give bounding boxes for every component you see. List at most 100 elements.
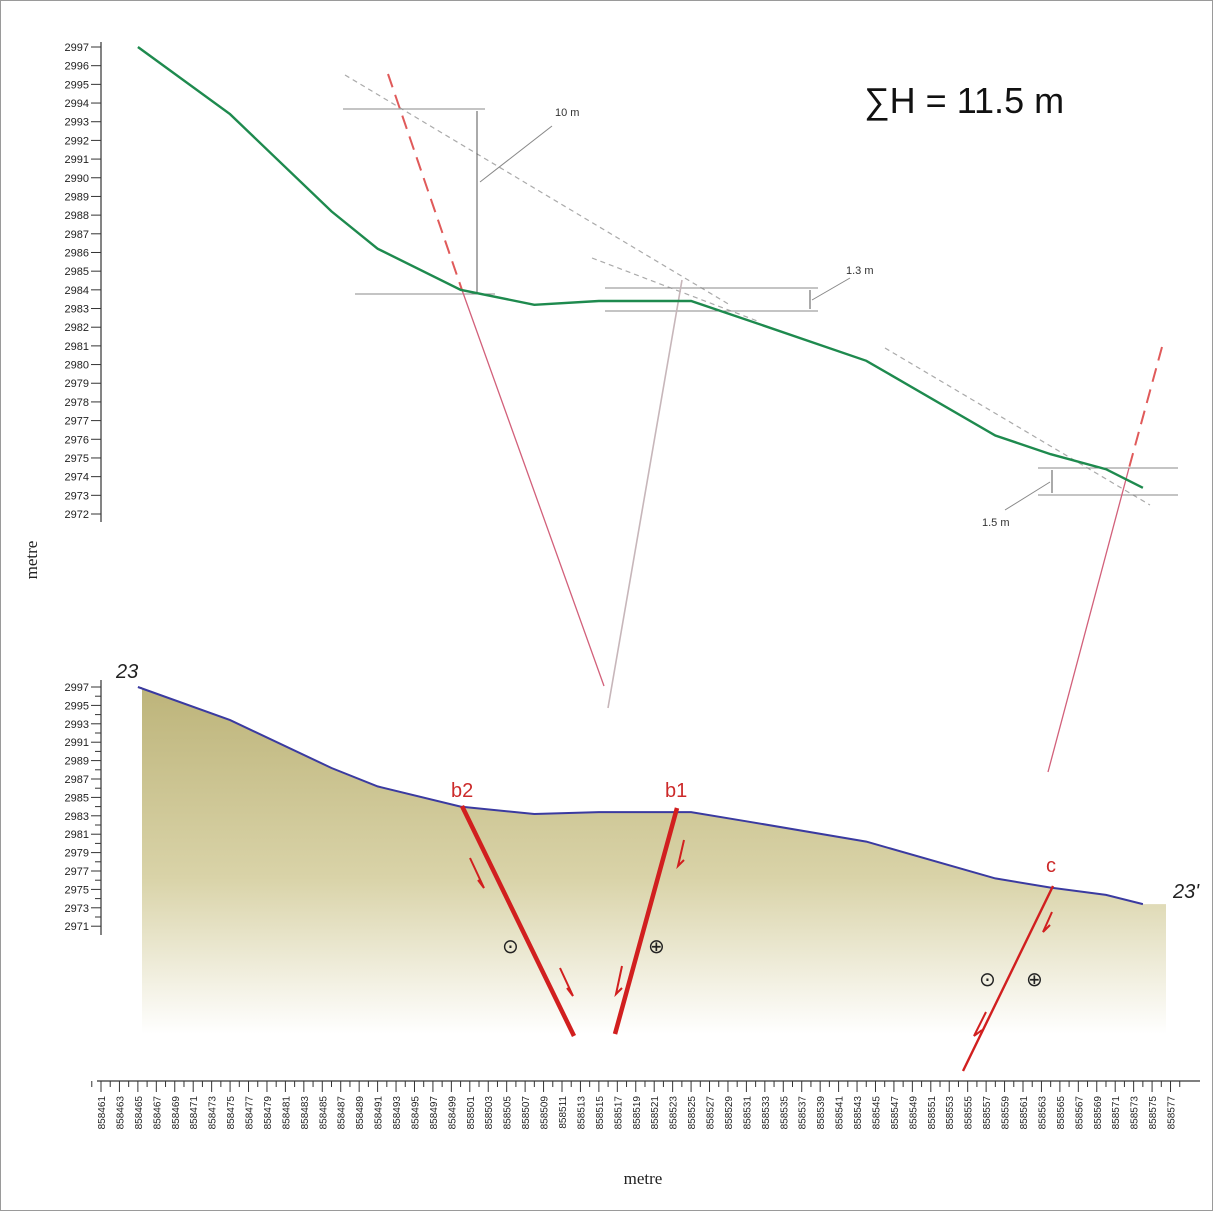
x-tick-label: 858479 — [263, 1096, 274, 1130]
x-tick-label: 858531 — [742, 1096, 753, 1130]
x-tick-label: 858467 — [152, 1096, 163, 1130]
x-tick-label: 858519 — [632, 1096, 643, 1130]
into-page-symbol-b1: ⊕ — [648, 934, 665, 958]
top-y-tick-label: 2987 — [65, 229, 89, 241]
x-tick-label: 858515 — [595, 1096, 606, 1130]
bottom-y-tick-label: 2997 — [65, 682, 89, 694]
x-tick-label: 858521 — [650, 1096, 661, 1130]
x-tick-label: 858481 — [281, 1096, 292, 1130]
x-tick-label: 858475 — [226, 1096, 237, 1130]
lower-extrapolation-line — [884, 347, 1151, 506]
x-tick-label: 858569 — [1093, 1096, 1104, 1130]
top-y-tick-label: 2994 — [65, 98, 89, 110]
x-tick-label: 858517 — [613, 1096, 624, 1130]
x-tick-label: 858553 — [945, 1096, 956, 1130]
x-tick-label: 858461 — [97, 1096, 108, 1130]
x-tick-label: 858527 — [706, 1096, 717, 1130]
top-y-tick-label: 2995 — [65, 79, 89, 91]
x-tick-label: 858557 — [982, 1096, 993, 1130]
top-y-tick-label: 2974 — [65, 472, 89, 484]
fault-c-upper-extension — [1128, 346, 1163, 469]
x-tick-label: 858495 — [411, 1096, 422, 1130]
bottom-y-tick-label: 2977 — [65, 866, 89, 878]
top-y-tick-label: 2990 — [65, 173, 89, 185]
x-tick-label: 858513 — [576, 1096, 587, 1130]
top-y-tick-label: 2977 — [65, 416, 89, 428]
x-tick-label: 858465 — [134, 1096, 145, 1130]
bottom-y-tick-label: 2979 — [65, 848, 89, 860]
fault-label-c: c — [1046, 855, 1056, 877]
x-tick-label: 858551 — [927, 1096, 938, 1130]
middle-extrapolation-line — [591, 257, 761, 323]
upper-topographic-profile — [137, 46, 1144, 489]
top-y-tick-label: 2997 — [65, 42, 89, 54]
x-tick-label: 858503 — [484, 1096, 495, 1130]
fault-b2 — [459, 805, 577, 1037]
x-tick-label: 858463 — [115, 1096, 126, 1130]
bottom-y-tick-label: 2973 — [65, 903, 89, 915]
out-of-page-symbol-b2: ⊙ — [502, 934, 519, 958]
top-y-tick-label: 2982 — [65, 322, 89, 334]
c-upper-arrow — [1042, 911, 1053, 933]
top-y-tick-label: 2996 — [65, 61, 89, 73]
top-y-tick-label: 2980 — [65, 360, 89, 372]
x-tick-label: 858549 — [908, 1096, 919, 1130]
section-ground-fill — [137, 687, 1166, 1034]
top-y-tick-label: 2985 — [65, 266, 89, 278]
fault-label-b1: b1 — [665, 780, 687, 802]
x-tick-label: 858537 — [798, 1096, 809, 1130]
x-tick-label: 858577 — [1167, 1096, 1178, 1130]
x-tick-label: 858489 — [355, 1096, 366, 1130]
x-tick-label: 858523 — [669, 1096, 680, 1130]
x-tick-label: 858567 — [1074, 1096, 1085, 1130]
top-y-tick-label: 2981 — [65, 341, 89, 353]
bottom-y-tick-label: 2987 — [65, 774, 89, 786]
x-tick-label: 858477 — [245, 1096, 256, 1130]
section-surface-line — [137, 686, 1144, 906]
bottom-y-tick-label: 2981 — [65, 829, 89, 841]
top-y-tick-label: 2983 — [65, 304, 89, 316]
throw-10m-label: 10 m — [555, 107, 579, 119]
x-tick-label: 858493 — [392, 1096, 403, 1130]
fault-b2-projection — [461, 289, 605, 687]
top-y-tick-label: 2972 — [65, 509, 89, 521]
x-tick-label: 858507 — [521, 1096, 532, 1130]
bottom-y-tick-label: 2993 — [65, 719, 89, 731]
x-tick-label: 858483 — [300, 1096, 311, 1130]
x-tick-label: 858559 — [1001, 1096, 1012, 1130]
throw-1.5m-leader — [1004, 481, 1051, 511]
top-y-tick-label: 2976 — [65, 434, 89, 446]
throw-10m-leader — [479, 125, 553, 183]
bottom-y-tick-label: 2971 — [65, 921, 89, 933]
x-tick-label: 858497 — [429, 1096, 440, 1130]
top-y-tick-label: 2975 — [65, 453, 89, 465]
x-tick-label: 858529 — [724, 1096, 735, 1130]
top-y-tick-label: 2986 — [65, 247, 89, 259]
x-tick-label: 858469 — [171, 1096, 182, 1130]
x-tick-label: 858491 — [374, 1096, 385, 1130]
fault-label-b2: b2 — [451, 780, 473, 802]
throw-1.3m-leader — [811, 277, 851, 301]
x-tick-label: 858565 — [1056, 1096, 1067, 1130]
projected-fault-lines — [387, 73, 1163, 773]
x-tick-label: 858563 — [1037, 1096, 1048, 1130]
x-tick-label: 858539 — [816, 1096, 827, 1130]
fault-b1-projection — [607, 279, 683, 709]
x-tick-label: 858533 — [761, 1096, 772, 1130]
fault-b2-upper-extension — [387, 73, 463, 291]
bottom-y-tick-label: 2975 — [65, 884, 89, 896]
top-y-tick-label: 2993 — [65, 117, 89, 129]
top-y-tick-label: 2978 — [65, 397, 89, 409]
x-tick-label: 858543 — [853, 1096, 864, 1130]
x-tick-label: 858573 — [1130, 1096, 1141, 1130]
x-tick-label: 858535 — [779, 1096, 790, 1130]
top-y-tick-label: 2992 — [65, 135, 89, 147]
x-tick-label: 858509 — [540, 1096, 551, 1130]
throw-guide-lines — [343, 74, 1178, 511]
bottom-axis-title: metre — [624, 1169, 663, 1188]
bottom-y-tick-label: 2983 — [65, 811, 89, 823]
x-tick-label: 858485 — [318, 1096, 329, 1130]
